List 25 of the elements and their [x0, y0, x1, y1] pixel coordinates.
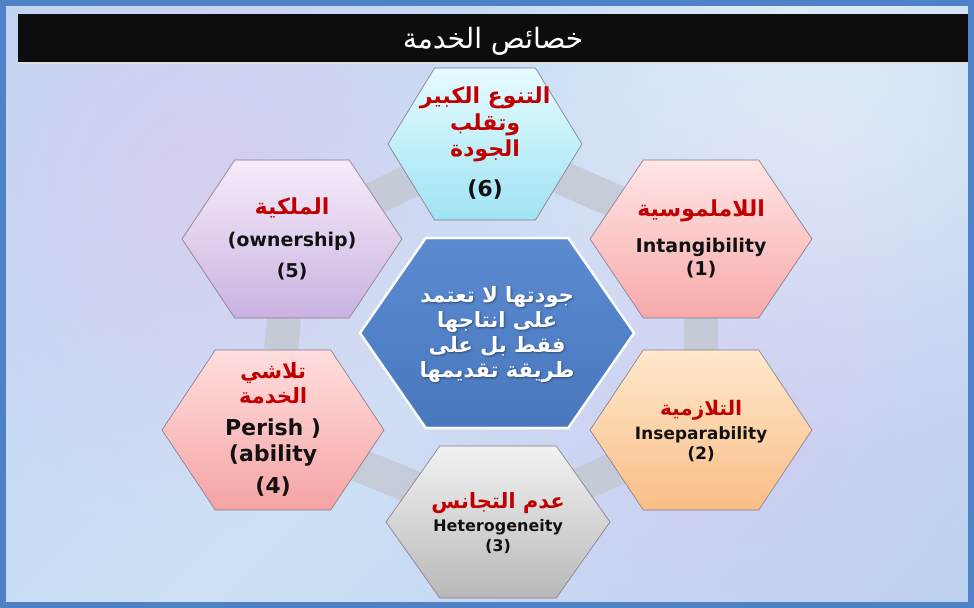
center-text: جودتها لا تعتمد على انتاجها فقط بل على طريقة تقديمها: [418, 282, 576, 384]
hexagon-box: [590, 160, 812, 318]
hexagon-text: Perish ) (ability: [224, 416, 322, 468]
hexagon-heading: الملكية: [254, 195, 330, 222]
hexagon-box: [162, 350, 384, 510]
hexagon-text: Heterogeneity (3): [432, 516, 564, 555]
title: خصائص الخدمة: [402, 22, 584, 54]
hexagon-heading: التلازمية: [660, 396, 742, 420]
hexagon-box: [360, 238, 634, 428]
hexagon-heading: تلاشي الخدمة: [238, 359, 308, 410]
hexagon-text: (6): [467, 177, 503, 204]
hexagon-box: [590, 350, 812, 510]
hexagon-box: [182, 160, 402, 318]
hexagon-text: Inseparability (2): [634, 424, 768, 464]
hexagon-box: [386, 446, 610, 598]
connector-band: [264, 316, 302, 352]
hexagon-box: [388, 68, 582, 220]
hexagon-text: (5): [276, 260, 308, 283]
hexagon-text: (ownership): [228, 229, 356, 252]
connector-band: [684, 318, 718, 350]
hexagon-heading: اللاملموسية: [637, 197, 765, 224]
hexagon-text: (4): [255, 474, 291, 501]
hexagon-heading: التنوع الكبير وتقلب الجودة: [418, 84, 552, 164]
hexagon-heading: عدم التجانس: [431, 489, 565, 514]
hexagon-text: Intangibility (1): [634, 235, 768, 281]
